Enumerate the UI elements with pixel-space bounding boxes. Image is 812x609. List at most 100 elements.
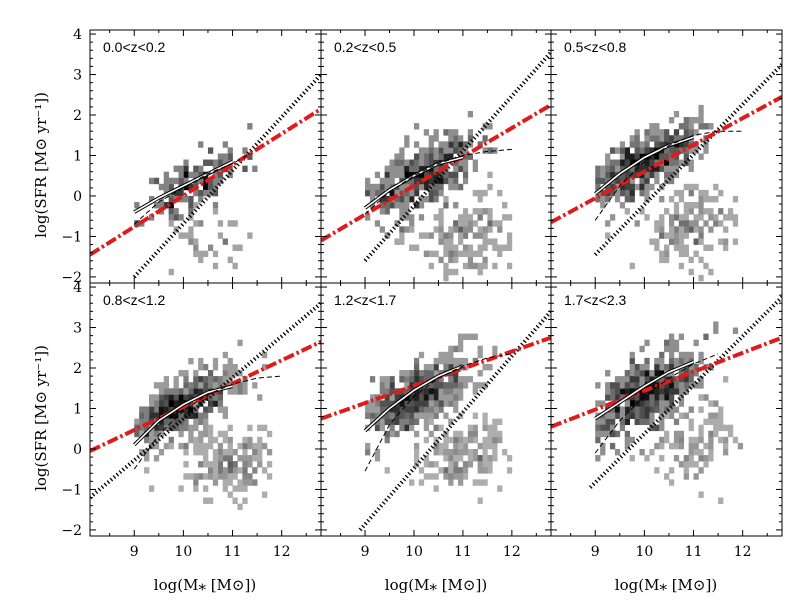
density-bin <box>678 412 685 419</box>
density-bin <box>487 424 493 432</box>
density-bin <box>203 485 209 492</box>
density-bin <box>703 220 709 227</box>
density-bin <box>487 123 493 130</box>
density-bin <box>134 202 140 209</box>
density-bin <box>639 189 645 197</box>
density-bin <box>634 363 640 371</box>
density-bin <box>212 400 219 407</box>
density-bin <box>394 220 400 227</box>
density-bin <box>413 159 420 166</box>
density-bin <box>595 418 601 426</box>
density-bin <box>153 412 160 419</box>
density-bin <box>428 394 434 401</box>
density-bin <box>438 232 444 239</box>
density-bin <box>139 448 145 456</box>
density-bin <box>723 376 729 383</box>
density-bin <box>727 214 734 221</box>
density-bin <box>673 232 680 239</box>
density-bin <box>664 232 670 239</box>
density-bin <box>212 171 219 179</box>
density-bin <box>433 406 439 413</box>
density-bin <box>678 357 685 365</box>
density-bin <box>624 195 630 203</box>
density-bin <box>428 430 434 438</box>
x-axis-label-middle: log(M⁎ [M⊙]) <box>385 576 487 594</box>
density-bin <box>148 195 155 203</box>
density-bin <box>374 220 381 227</box>
density-bin <box>413 430 420 438</box>
solid-curve <box>364 156 464 209</box>
density-bin <box>482 442 488 450</box>
density-bin <box>212 467 219 474</box>
density-bin <box>713 321 719 328</box>
density-bin <box>678 189 685 197</box>
density-bin <box>629 135 635 142</box>
density-bin <box>482 262 488 270</box>
density-bin <box>217 461 224 468</box>
density-bin <box>404 376 410 383</box>
density-bin <box>649 394 655 401</box>
density-bin <box>418 388 425 395</box>
density-bin <box>703 333 709 341</box>
density-bin <box>659 214 665 221</box>
density-bin <box>443 262 449 270</box>
density-bin <box>438 238 444 245</box>
density-bin <box>713 412 719 419</box>
density-bin <box>634 135 640 142</box>
density-bin <box>448 232 454 239</box>
density-bin <box>673 226 680 233</box>
density-bin <box>217 232 224 239</box>
x-tick-label: 11 <box>224 544 242 560</box>
density-bin <box>438 226 444 233</box>
density-bin <box>619 382 626 389</box>
density-bin <box>428 135 434 142</box>
density-bin <box>688 424 694 432</box>
density-bin <box>634 418 640 426</box>
density-bin <box>458 436 464 444</box>
density-bin <box>158 424 165 432</box>
density-bin <box>247 461 253 468</box>
density-bin <box>629 183 635 191</box>
density-bin <box>708 195 714 203</box>
density-bin <box>664 256 670 264</box>
density-bin <box>409 412 415 419</box>
density-bin <box>624 171 630 179</box>
density-bin <box>482 226 488 233</box>
density-bin <box>198 256 204 264</box>
density-bin <box>649 370 655 377</box>
density-bin <box>374 171 381 179</box>
density-bin <box>448 455 454 462</box>
density-bin <box>649 153 655 160</box>
density-bin <box>624 208 630 215</box>
density-bin <box>698 448 704 456</box>
y-tick-label: 3 <box>73 68 82 84</box>
density-bin <box>188 357 194 365</box>
density-bin <box>207 473 214 480</box>
density-bin <box>659 135 665 142</box>
density-bin <box>634 147 640 154</box>
density-map <box>134 123 258 276</box>
density-bin <box>242 497 248 504</box>
density-bin <box>664 153 670 160</box>
density-bin <box>212 448 219 456</box>
density-bin <box>673 345 680 353</box>
density-bin <box>448 129 454 136</box>
density-bin <box>649 183 655 191</box>
density-bin <box>399 165 405 173</box>
density-bin <box>423 363 430 371</box>
density-bin <box>404 135 410 142</box>
density-bin <box>605 394 611 401</box>
density-bin <box>379 388 385 395</box>
density-bin <box>718 238 724 245</box>
density-bin <box>404 406 410 413</box>
density-bin <box>428 262 434 270</box>
y-tick-label: 4 <box>73 27 82 43</box>
density-bin <box>634 412 640 419</box>
density-bin <box>644 129 650 136</box>
density-bin <box>458 250 464 258</box>
density-bin <box>688 436 694 444</box>
density-bin <box>198 177 204 185</box>
density-bin <box>183 171 189 179</box>
density-bin <box>467 455 474 462</box>
density-bin <box>198 461 204 468</box>
